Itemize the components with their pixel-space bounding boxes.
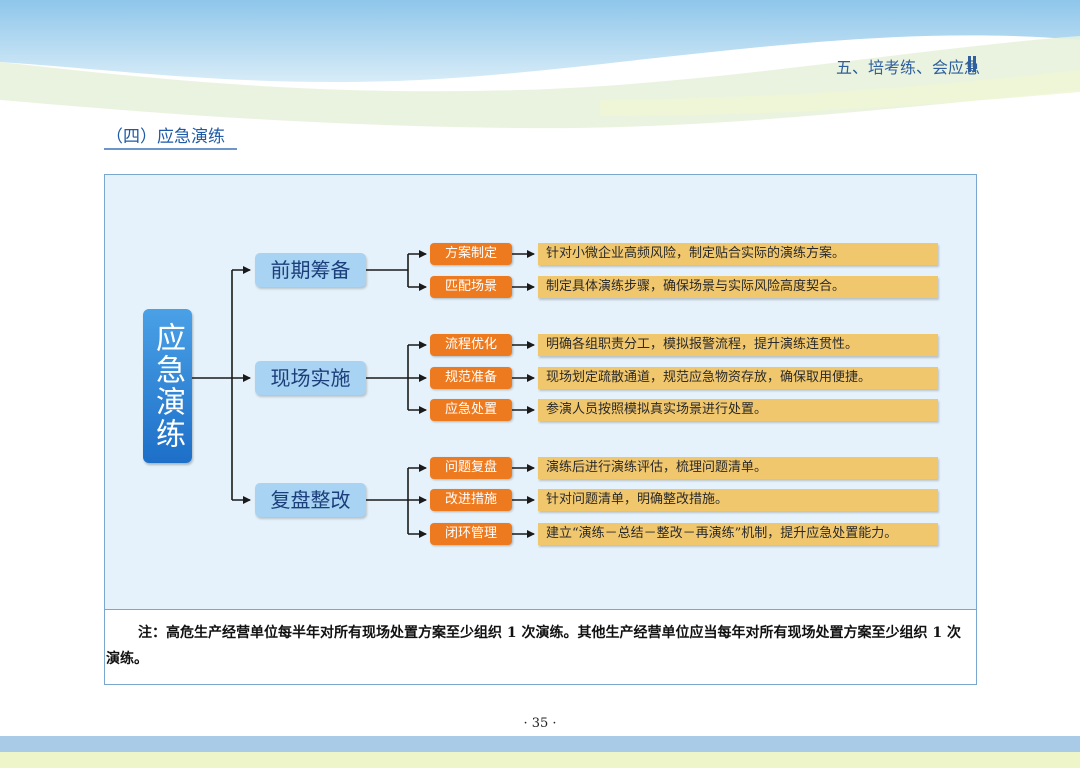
root-node: 应急演练: [143, 309, 192, 463]
step-tag: 问题复盘: [430, 457, 512, 479]
footnote: 注：高危生产经营单位每半年对所有现场处置方案至少组织 1 次演练。其他生产经营单…: [106, 625, 961, 667]
step-description: 针对问题清单，明确整改措施。: [538, 489, 938, 511]
stage-node-implementation: 现场实施: [255, 361, 366, 395]
footer-band: [0, 736, 1080, 752]
section-title: （四）应急演练: [106, 127, 225, 147]
chapter-marker: [968, 56, 977, 72]
step-tag: 规范准备: [430, 367, 512, 389]
page-number: · 35 ·: [523, 716, 557, 731]
step-description: 演练后进行演练评估，梳理问题清单。: [538, 457, 938, 479]
step-description: 明确各组职责分工，模拟报警流程，提升演练连贯性。: [538, 334, 938, 356]
step-tag: 闭环管理: [430, 523, 512, 545]
stage-node-preparation: 前期筹备: [255, 253, 366, 287]
chapter-title: 五、培考练、会应急: [835, 58, 980, 77]
step-tag: 方案制定: [430, 243, 512, 265]
step-description: 建立“演练－总结－整改－再演练”机制，提升应急处置能力。: [538, 523, 938, 545]
stage-node-review: 复盘整改: [255, 483, 366, 517]
section-underline: [104, 148, 237, 150]
step-tag: 流程优化: [430, 334, 512, 356]
footer-band: [0, 752, 1080, 768]
step-description: 制定具体演练步骤，确保场景与实际风险高度契合。: [538, 276, 938, 298]
step-description: 现场划定疏散通道，规范应急物资存放，确保取用便捷。: [538, 367, 938, 389]
step-description: 针对小微企业高频风险，制定贴合实际的演练方案。: [538, 243, 938, 265]
step-tag: 应急处置: [430, 399, 512, 421]
header-banner: [0, 0, 1080, 170]
step-tag: 匹配场景: [430, 276, 512, 298]
step-tag: 改进措施: [430, 489, 512, 511]
step-description: 参演人员按照模拟真实场景进行处置。: [538, 399, 938, 421]
